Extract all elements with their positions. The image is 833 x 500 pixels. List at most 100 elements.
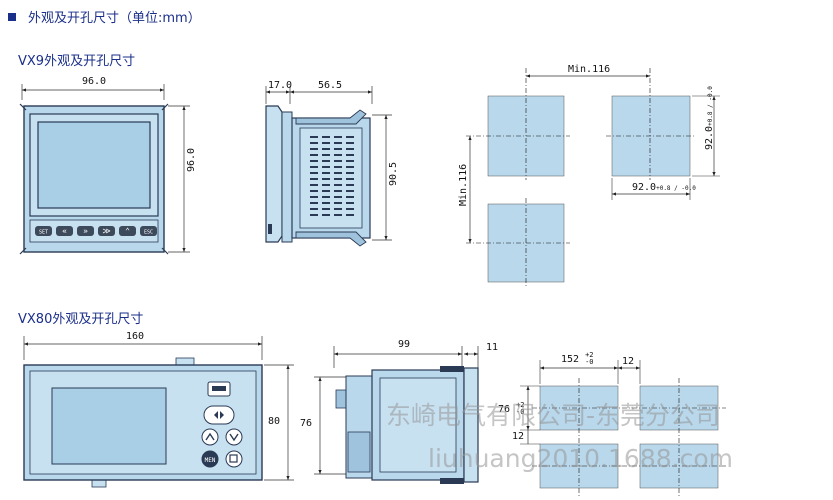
- vent-slot: [346, 166, 354, 168]
- vx9-key-label: «: [62, 227, 67, 236]
- vent-slot: [334, 142, 342, 144]
- vent-slot: [322, 166, 330, 168]
- vx80-side-view: [314, 346, 479, 484]
- vx80-cutout-view: [520, 360, 726, 496]
- vent-slot: [322, 214, 330, 216]
- vx80-cutout-gap-h-label: 12: [622, 356, 635, 367]
- vx9-front-height-label: 96.0: [186, 147, 197, 172]
- vent-slot: [346, 136, 354, 138]
- vent-slot: [310, 172, 318, 174]
- vent-slot: [322, 184, 330, 186]
- vent-slot: [310, 184, 318, 186]
- vent-slot: [310, 208, 318, 210]
- vent-slot: [322, 208, 330, 210]
- vx80-front-height-label: 80: [268, 416, 281, 427]
- vx80-cutout-width-label: 152 +2-0: [561, 351, 594, 366]
- vx9-key-label: ⌃: [125, 227, 130, 236]
- vent-slot: [310, 154, 318, 156]
- vx9-key: [119, 226, 136, 236]
- vent-slot: [346, 190, 354, 192]
- vx80-side-depth-label: 99: [398, 339, 411, 350]
- vx9-front-width-label: 96.0: [82, 76, 107, 87]
- vx80-cutout-gap-v-label: 12: [512, 431, 525, 442]
- vx9-side-height-label: 90.5: [388, 161, 399, 186]
- vx9-cutout-width-label: 92.0+0.8 / -0.0: [632, 182, 696, 193]
- vx80-title: VX80外观及开孔尺寸: [18, 312, 144, 327]
- vent-slot: [346, 148, 354, 150]
- vent-slot: [322, 196, 330, 198]
- vx9-side-body-depth-label: 56.5: [318, 80, 343, 91]
- watermark-url: liuhuang2010.1688.com: [428, 444, 733, 473]
- vent-slot: [322, 160, 330, 162]
- vent-slot: [346, 154, 354, 156]
- vent-slot: [310, 148, 318, 150]
- vx80-side-height-label: 76: [300, 418, 313, 429]
- vx9-key: [56, 226, 73, 236]
- vent-slot: [334, 184, 342, 186]
- vx9-front-view: [19, 84, 190, 255]
- vx9-keypad: SET « » ≫ ⌃ ESC: [35, 226, 157, 236]
- vent-slot: [310, 178, 318, 180]
- vent-slot: [346, 214, 354, 216]
- vx9-key: [35, 226, 52, 236]
- vent-slot: [346, 184, 354, 186]
- vx9-key: [98, 226, 115, 236]
- square-bullet-icon: [8, 13, 16, 21]
- vent-slot: [334, 214, 342, 216]
- vx9-key-label: »: [83, 227, 88, 236]
- vent-slot: [310, 190, 318, 192]
- vent-slot: [334, 154, 342, 156]
- vent-slot: [334, 196, 342, 198]
- vent-slot: [322, 190, 330, 192]
- vent-slot: [334, 172, 342, 174]
- vent-slot: [322, 172, 330, 174]
- vx9-key: [77, 226, 94, 236]
- vx80-side-front-label: 11: [486, 342, 499, 353]
- vent-slot: [334, 136, 342, 138]
- vent-slot: [334, 208, 342, 210]
- section-header-text: 外观及开孔尺寸（单位:mm）: [28, 11, 201, 26]
- vent-slot: [346, 160, 354, 162]
- vx9-side-vents: [310, 136, 354, 216]
- vent-slot: [334, 190, 342, 192]
- vx9-side-front-depth-label: 17.0: [268, 80, 293, 91]
- vx9-title: VX9外观及开孔尺寸: [18, 54, 136, 69]
- vent-slot: [346, 202, 354, 204]
- vx9-cutout-spacing-h-label: Min.116: [568, 64, 611, 75]
- vent-slot: [310, 142, 318, 144]
- vx9-cutout-view: [466, 68, 720, 286]
- vx9-cutout-spacing-v-label: Min.116: [458, 163, 469, 206]
- vent-slot: [322, 148, 330, 150]
- vent-slot: [310, 160, 318, 162]
- vent-slot: [310, 136, 318, 138]
- vent-slot: [346, 208, 354, 210]
- vx9-key-label: ESC: [144, 230, 153, 236]
- vent-slot: [334, 178, 342, 180]
- vent-slot: [334, 166, 342, 168]
- vent-slot: [346, 142, 354, 144]
- vent-slot: [322, 154, 330, 156]
- vent-slot: [310, 202, 318, 204]
- vent-slot: [310, 196, 318, 198]
- vent-slot: [310, 166, 318, 168]
- vx9-key: [140, 226, 157, 236]
- vx80-cutout-height-label: 76 +2-0: [498, 401, 525, 416]
- svg-text:MEN: MEN: [205, 457, 216, 464]
- vent-slot: [322, 136, 330, 138]
- vx9-cutout-height-label: 92.0+0.8 / -0.0: [704, 86, 715, 150]
- vx9-key-label: SET: [39, 230, 48, 236]
- vent-slot: [346, 172, 354, 174]
- vent-slot: [334, 148, 342, 150]
- vx9-key-label: ≫: [102, 227, 110, 236]
- vx80-front-view: MEN: [23, 336, 294, 488]
- vent-slot: [334, 202, 342, 204]
- section-header: 外观及开孔尺寸（单位:mm）: [8, 7, 201, 26]
- vent-slot: [322, 202, 330, 204]
- vent-slot: [322, 142, 330, 144]
- vent-slot: [310, 214, 318, 216]
- watermark-company: 东崎电气有限公司-东莞分公司: [386, 401, 721, 430]
- vent-slot: [322, 178, 330, 180]
- vx80-front-width-label: 160: [126, 331, 145, 342]
- vent-slot: [346, 178, 354, 180]
